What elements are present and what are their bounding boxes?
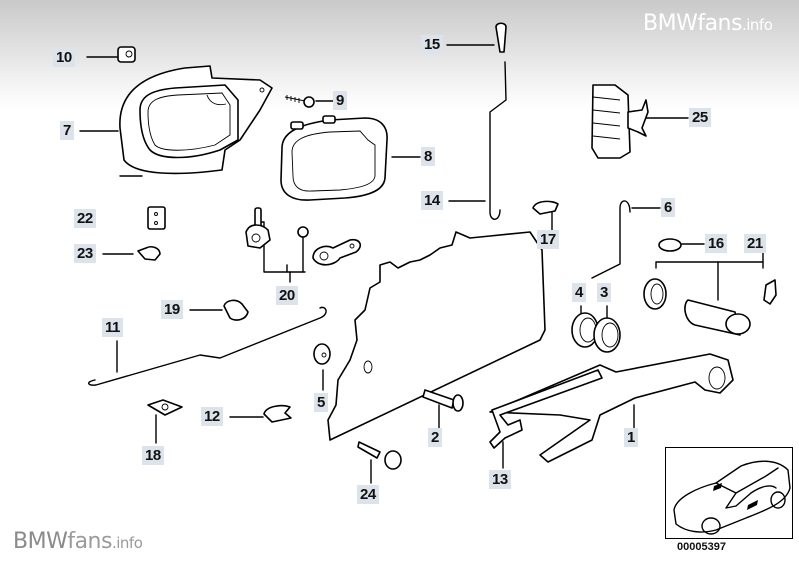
part-17-clip bbox=[532, 200, 559, 215]
leader-lines bbox=[79, 44, 764, 484]
callout-22[interactable]: 22 bbox=[74, 209, 96, 228]
part-4-ring bbox=[571, 312, 599, 348]
callout-19[interactable]: 19 bbox=[161, 300, 183, 319]
watermark-bottom: BMWfans.info bbox=[13, 529, 143, 554]
part-7-inner-handle bbox=[119, 65, 273, 175]
part-8-bezel bbox=[280, 115, 388, 201]
part-24-rivet bbox=[357, 441, 402, 470]
callout-9[interactable]: 9 bbox=[333, 91, 347, 110]
callout-8[interactable]: 8 bbox=[421, 147, 435, 166]
callout-18[interactable]: 18 bbox=[142, 446, 164, 465]
part-12-clip bbox=[263, 404, 292, 423]
leader-21 bbox=[655, 261, 764, 269]
callout-13[interactable]: 13 bbox=[489, 470, 511, 489]
part-6-rod bbox=[591, 200, 631, 279]
car-location-inset bbox=[665, 447, 793, 539]
callout-12[interactable]: 12 bbox=[201, 407, 223, 426]
part-1-outer-handle bbox=[489, 353, 734, 463]
watermark-suffix: .info bbox=[111, 534, 143, 552]
callout-4[interactable]: 4 bbox=[572, 283, 586, 302]
part-19-clip bbox=[223, 299, 249, 321]
part-23-clip bbox=[137, 246, 161, 261]
part-16-cap bbox=[658, 238, 682, 252]
callout-6[interactable]: 6 bbox=[661, 198, 675, 217]
callout-3[interactable]: 3 bbox=[597, 283, 611, 302]
watermark-brand: BMW bbox=[643, 11, 698, 36]
callout-20[interactable]: 20 bbox=[276, 286, 298, 305]
door-carrier-panel bbox=[327, 231, 546, 441]
part-22-block bbox=[147, 206, 166, 230]
part-2-screw bbox=[422, 389, 464, 412]
callout-24[interactable]: 24 bbox=[357, 485, 379, 504]
part-3-ring bbox=[593, 317, 621, 353]
watermark-fans: fans bbox=[697, 11, 742, 36]
callout-21[interactable]: 21 bbox=[744, 234, 766, 253]
watermark-fans: fans bbox=[67, 529, 112, 554]
callout-25[interactable]: 25 bbox=[689, 108, 711, 127]
callout-15[interactable]: 15 bbox=[421, 35, 443, 54]
callout-7[interactable]: 7 bbox=[60, 121, 74, 140]
callout-11[interactable]: 11 bbox=[102, 318, 123, 337]
callout-2[interactable]: 2 bbox=[428, 428, 442, 447]
callout-10[interactable]: 10 bbox=[53, 48, 75, 67]
part-25-connector-holder bbox=[591, 84, 649, 159]
part-11-rod bbox=[88, 306, 327, 386]
callout-16[interactable]: 16 bbox=[705, 234, 727, 253]
watermark-top: BMWfans.info bbox=[643, 11, 773, 36]
diagram-number: 00005397 bbox=[677, 541, 726, 553]
callout-23[interactable]: 23 bbox=[74, 244, 96, 263]
watermark-suffix: .info bbox=[741, 16, 773, 34]
part-10-cap bbox=[117, 46, 136, 63]
part-5-nut bbox=[313, 343, 331, 365]
callout-14[interactable]: 14 bbox=[421, 191, 443, 210]
part-18-clamp-nut bbox=[147, 399, 183, 416]
part-13-gasket bbox=[489, 369, 603, 449]
callout-5[interactable]: 5 bbox=[314, 393, 328, 412]
part-9-screw bbox=[284, 95, 315, 108]
car-outline-icon bbox=[673, 460, 791, 535]
callout-1[interactable]: 1 bbox=[624, 428, 638, 447]
part-14-rod bbox=[489, 61, 507, 220]
callout-17[interactable]: 17 bbox=[537, 230, 559, 249]
part-21-lock-set bbox=[643, 278, 777, 336]
watermark-brand: BMW bbox=[13, 529, 68, 554]
part-20-bearing-kit bbox=[245, 207, 362, 266]
part-15-lock-button bbox=[495, 22, 507, 53]
